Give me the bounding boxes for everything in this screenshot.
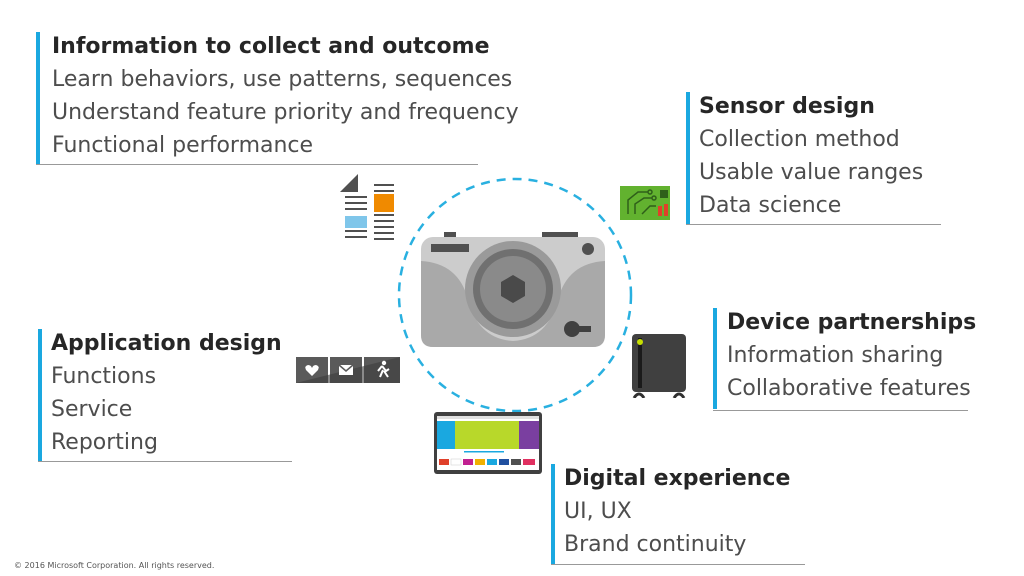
smart-device-icon (632, 334, 686, 398)
info-accent-bar (36, 32, 40, 164)
info-line: Understand feature priority and frequenc… (52, 100, 519, 125)
device-line: Collaborative features (727, 376, 971, 401)
application-underline (38, 461, 292, 462)
circuit-board-icon (620, 186, 670, 220)
sensor-block: Sensor design Collection method Usable v… (686, 90, 941, 225)
application-block: Application design Functions Service Rep… (38, 327, 292, 462)
application-line: Service (51, 397, 133, 422)
device-accent-bar (713, 308, 717, 409)
digital-title: Digital experience (564, 466, 791, 491)
monitor-icon (434, 412, 542, 474)
device-title: Device partnerships (727, 310, 977, 335)
document-icon (340, 174, 394, 240)
info-underline (36, 164, 478, 165)
application-title: Application design (51, 331, 282, 356)
info-title: Information to collect and outcome (52, 34, 490, 59)
device-underline (713, 410, 968, 411)
sensor-line: Usable value ranges (699, 160, 924, 185)
application-line: Reporting (51, 430, 158, 455)
info-line: Learn behaviors, use patterns, sequences (52, 67, 513, 92)
copyright-text: © 2016 Microsoft Corporation. All rights… (14, 561, 215, 570)
sensor-line: Data science (699, 193, 842, 218)
digital-line: UI, UX (564, 499, 632, 524)
info-block: Information to collect and outcome Learn… (36, 30, 519, 165)
camera-icon (421, 232, 605, 347)
digital-underline (551, 564, 805, 565)
digital-line: Brand continuity (564, 532, 747, 557)
application-accent-bar (38, 329, 42, 461)
sensor-line: Collection method (699, 127, 900, 152)
device-block: Device partnerships Information sharing … (713, 306, 977, 411)
info-line: Functional performance (52, 133, 314, 158)
app-buttons-icon (296, 357, 400, 383)
digital-block: Digital experience UI, UX Brand continui… (551, 462, 805, 565)
application-line: Functions (51, 364, 157, 389)
dashed-circle (397, 177, 633, 413)
sensor-accent-bar (686, 92, 690, 224)
device-line: Information sharing (727, 343, 944, 368)
sensor-title: Sensor design (699, 94, 875, 119)
sensor-underline (686, 224, 941, 225)
digital-accent-bar (551, 464, 555, 564)
